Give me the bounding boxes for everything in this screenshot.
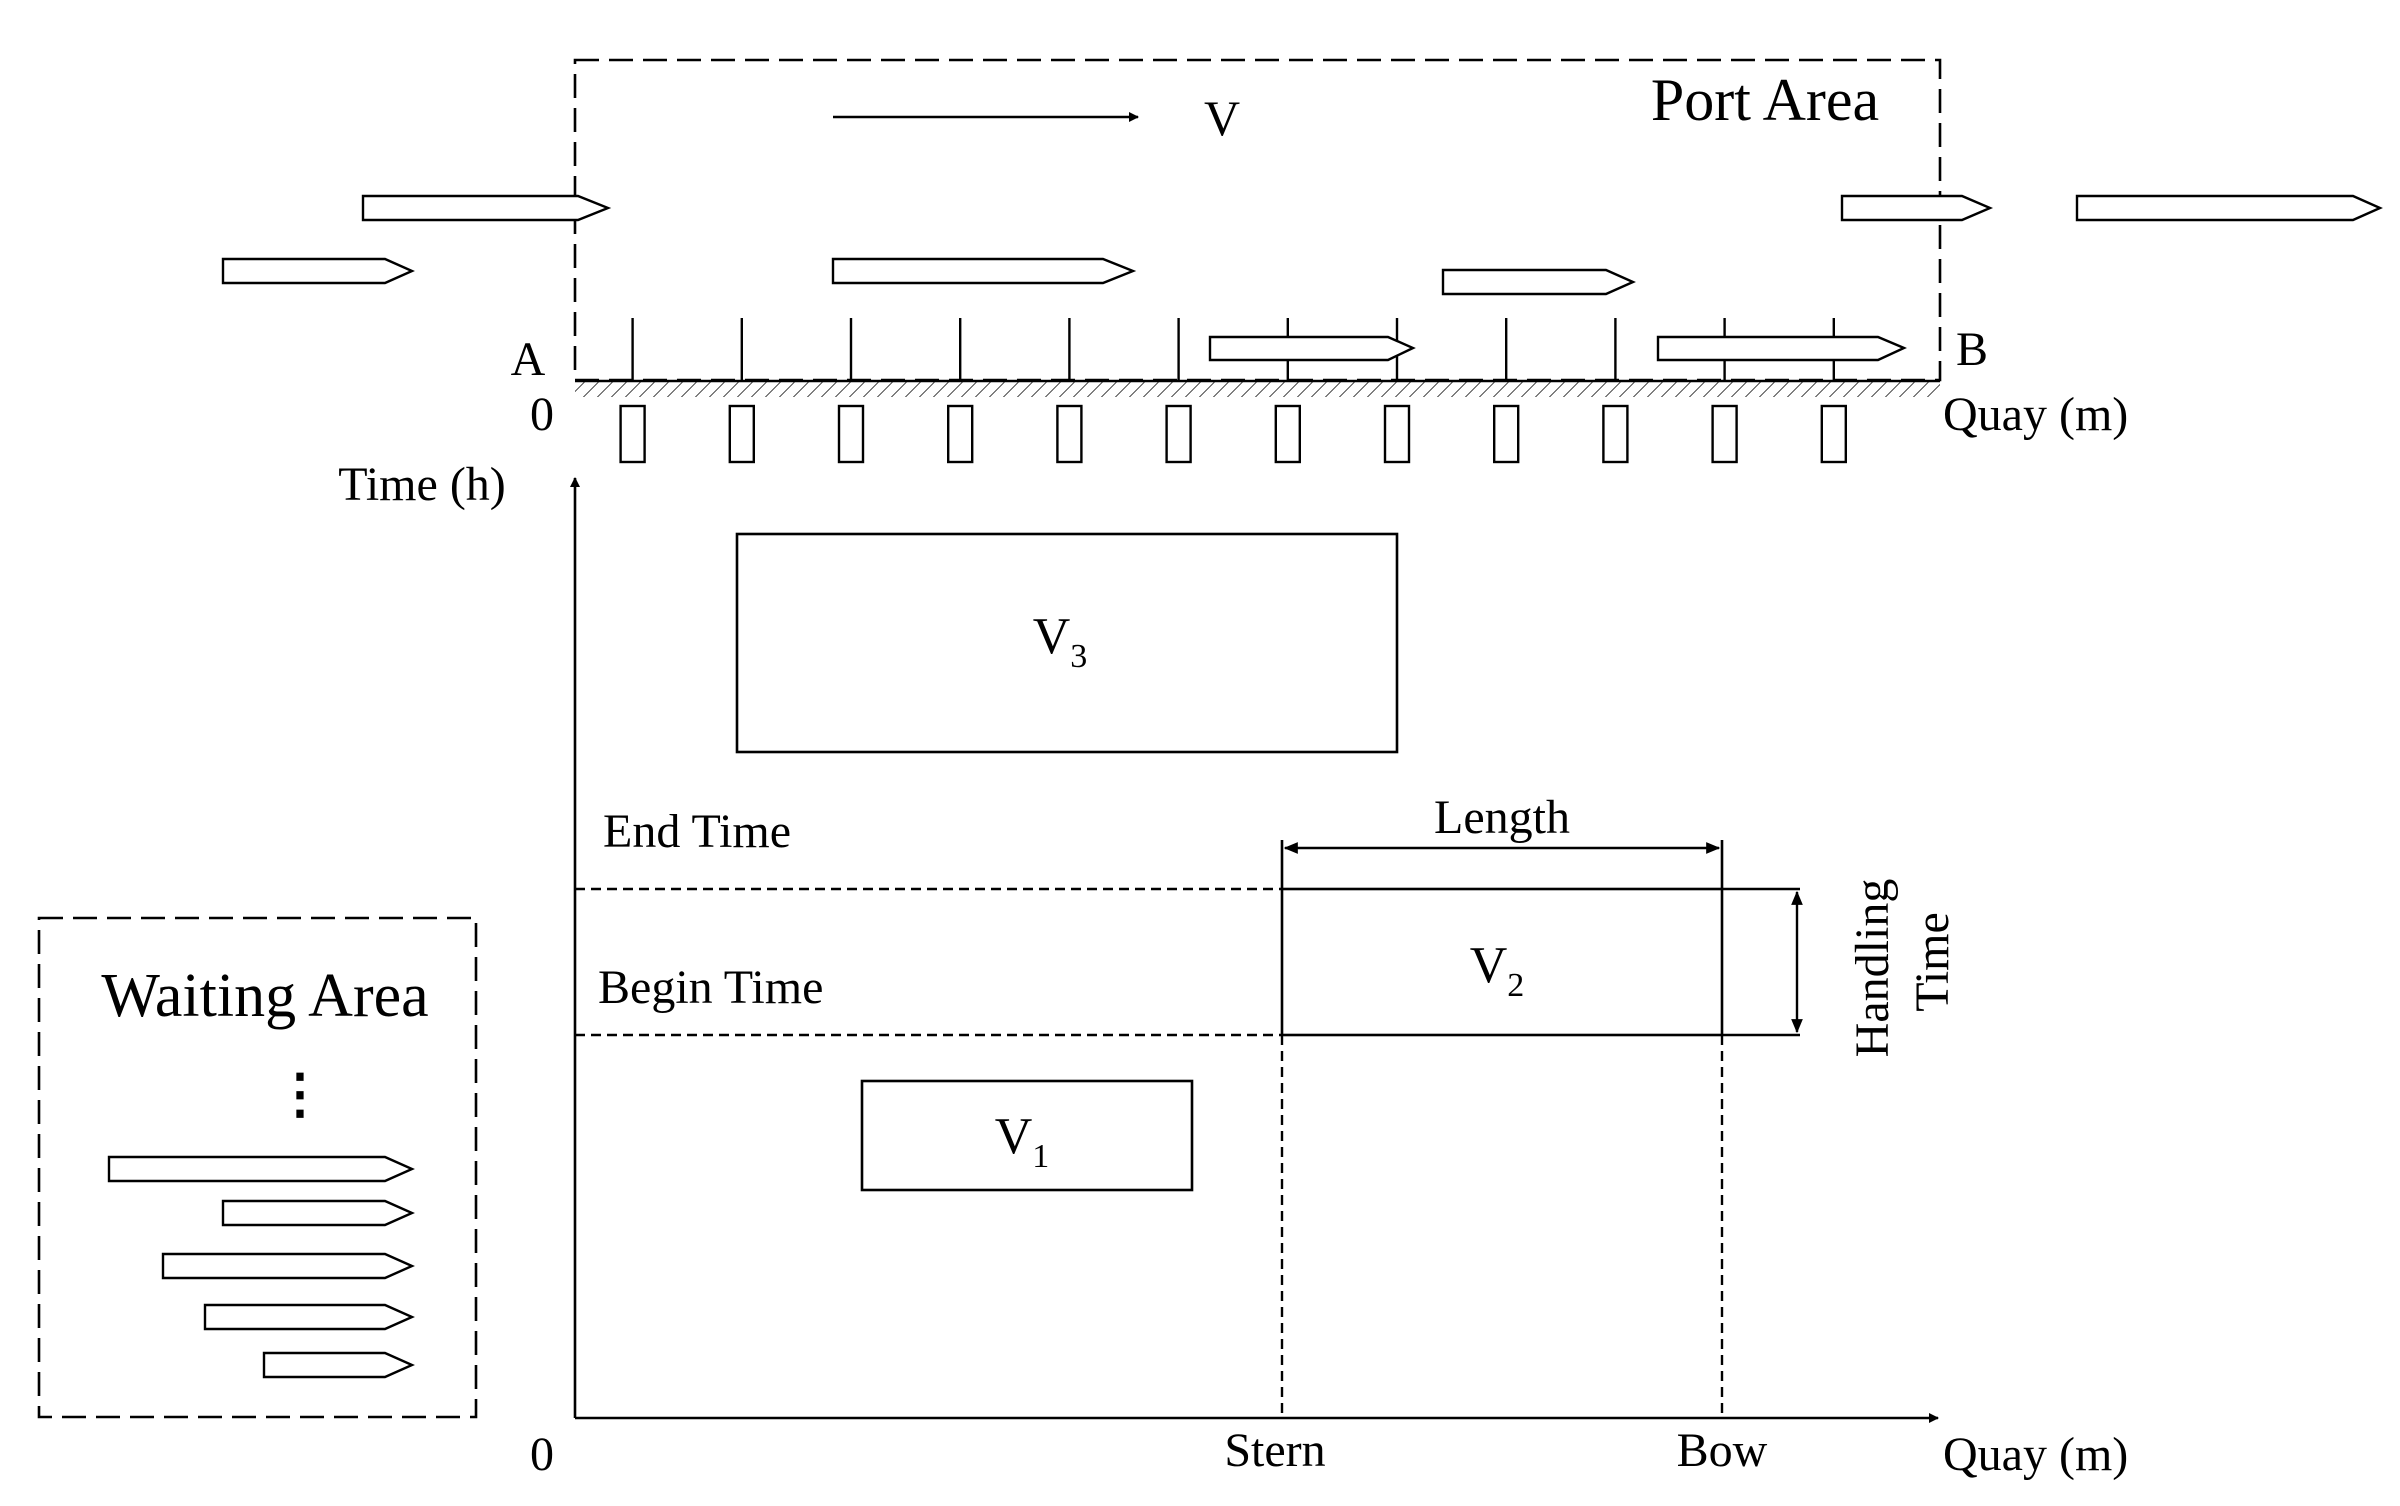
vessel-v3-name: V <box>1033 608 1071 665</box>
bollard <box>728 404 755 464</box>
vessel-v1-label: V1 <box>995 1108 1050 1175</box>
ships-in-port <box>221 194 2383 362</box>
quay-end-b-label: B <box>1956 323 1988 376</box>
waiting-ships <box>107 1155 415 1379</box>
waiting-area-ellipsis: ⋮ <box>273 1064 327 1124</box>
ship <box>1208 335 1416 362</box>
waiting-area: Waiting Area ⋮ <box>37 916 478 1419</box>
port-area-title: Port Area <box>1651 67 1879 133</box>
time-axis-label: Time (h) <box>338 458 506 511</box>
bollard <box>837 404 865 464</box>
vessel-v1-block <box>860 1079 1194 1192</box>
bollard <box>1056 404 1083 464</box>
handling-time-line2: Time <box>1906 912 1959 1012</box>
vessel-v3-block <box>735 532 1399 754</box>
bollard <box>1274 404 1302 464</box>
time-space-chart: Time (h) Quay (m) 0 V3 V2 V1 End Time Be <box>338 458 2128 1481</box>
begin-time-label: Begin Time <box>598 961 823 1014</box>
quay-origin-label: 0 <box>530 388 554 441</box>
quay-axis-label-bottom: Quay (m) <box>1943 1428 2128 1481</box>
quay-end-a-label: A <box>511 333 546 386</box>
bollard <box>1711 404 1738 464</box>
ship <box>1840 194 1994 222</box>
ship <box>203 1303 415 1331</box>
ship <box>2075 194 2383 222</box>
vessel-v3-subscript: 3 <box>1070 638 1087 675</box>
ship <box>262 1351 415 1379</box>
ship <box>221 257 415 285</box>
ship <box>361 194 612 222</box>
bow-label: Bow <box>1677 1424 1768 1477</box>
waiting-area-boundary <box>37 916 478 1419</box>
quay-axis-label-top: Quay (m) <box>1943 388 2128 441</box>
vessel-v1-subscript: 1 <box>1032 1138 1049 1175</box>
vessel-v1-name: V <box>995 1108 1033 1165</box>
bollard <box>1602 404 1629 464</box>
ship <box>1656 335 1907 362</box>
waiting-area-title: Waiting Area <box>101 962 428 1030</box>
chart-origin-label: 0 <box>530 1428 554 1481</box>
ship <box>1441 268 1636 296</box>
bollards <box>619 404 1848 464</box>
vessel-v2-name: V <box>1470 937 1508 994</box>
direction-label: V <box>1204 90 1240 146</box>
stern-label: Stern <box>1224 1424 1325 1477</box>
bollard <box>1492 404 1520 464</box>
ship <box>107 1155 415 1183</box>
bollard <box>1165 404 1192 464</box>
handling-time-label: Handling Time <box>1846 867 1959 1058</box>
end-time-label: End Time <box>603 805 791 858</box>
vessel-v3-label: V3 <box>1033 608 1088 675</box>
vessel-v2-label: V2 <box>1470 937 1525 1004</box>
ship <box>831 257 1137 285</box>
length-label: Length <box>1434 791 1570 844</box>
bollard <box>947 404 974 464</box>
bollard <box>1383 404 1411 464</box>
bollard <box>1820 404 1848 464</box>
port-area: Port Area V A B 0 Quay (m) <box>221 58 2383 464</box>
handling-time-line1: Handling <box>1846 879 1899 1058</box>
quay-hatching <box>575 381 1940 397</box>
vessel-v2-block <box>1280 887 1724 1037</box>
ship <box>221 1199 415 1227</box>
bollard <box>619 404 646 464</box>
vessel-v2-subscript: 2 <box>1507 967 1524 1004</box>
ship <box>161 1252 415 1280</box>
